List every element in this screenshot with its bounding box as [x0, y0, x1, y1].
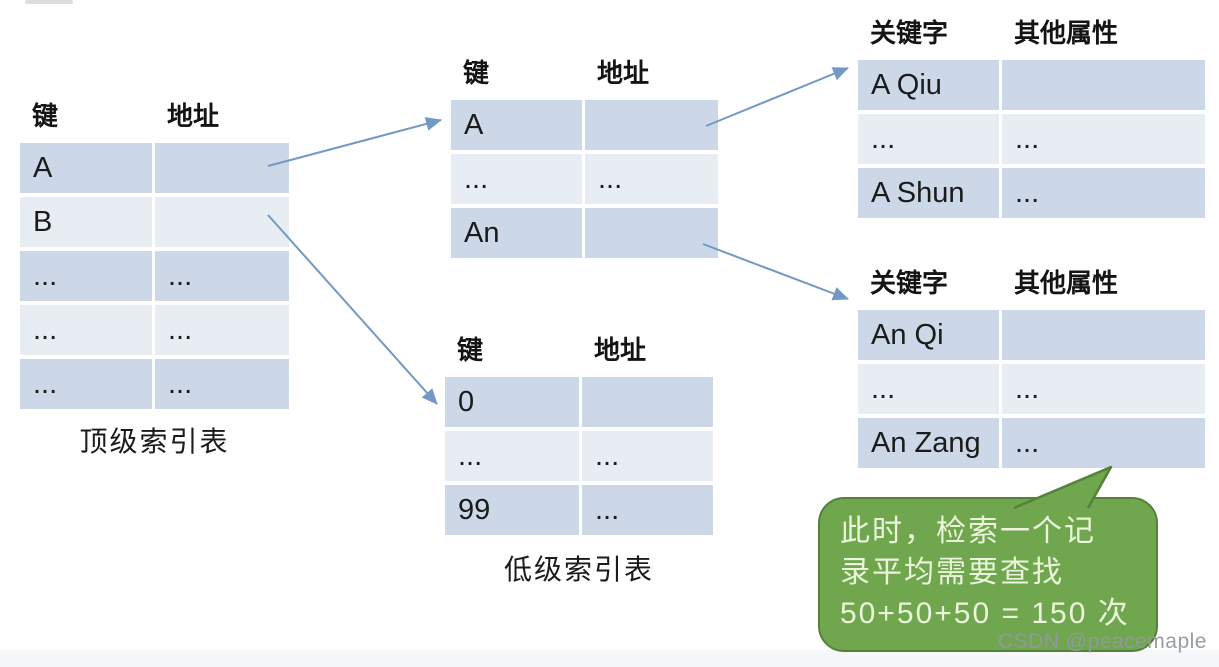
column-header-address: 地址	[594, 335, 647, 365]
table-second-level-index: 键 地址 A ... ... An	[451, 50, 718, 258]
column-header-key: 键	[463, 58, 490, 88]
column-header-key: 键	[32, 101, 59, 131]
callout-line: 录平均需要查找	[840, 556, 1064, 589]
arrow-b-to-low-level	[267, 214, 438, 405]
table-cell: 99	[445, 485, 579, 535]
callout-line: 此时，检索一个记	[840, 515, 1096, 548]
table-cell: A	[451, 100, 582, 150]
cropped-text-artifact	[25, 0, 73, 4]
table-header-row: 键 地址	[451, 50, 718, 90]
table-header-row: 键 地址	[445, 327, 713, 367]
table-cell	[155, 197, 289, 247]
table-body: A ... ... An	[451, 100, 718, 258]
table-top-level-index: 键 地址 A B ... ... ... ... ... ...	[20, 93, 289, 409]
table-cell: ...	[155, 305, 289, 355]
table-cell: A	[20, 143, 152, 193]
column-header-keyword: 关键字	[870, 268, 949, 298]
table-cell: ...	[155, 251, 289, 301]
table-cell: An	[451, 208, 582, 258]
callout-line: 50+50+50 = 150 次	[840, 597, 1130, 630]
callout-bubble: 此时，检索一个记 录平均需要查找 50+50+50 = 150 次	[818, 497, 1158, 652]
column-header-address: 地址	[597, 58, 650, 88]
arrow-a-to-second-level	[267, 117, 442, 167]
table-cell: ...	[445, 431, 579, 481]
table-cell: 0	[445, 377, 579, 427]
table-cell: ...	[1002, 418, 1205, 468]
table-cell: ...	[582, 431, 713, 481]
column-header-key: 键	[457, 335, 484, 365]
table-cell: ...	[1002, 168, 1205, 218]
table-cell	[155, 143, 289, 193]
bottom-strip	[0, 650, 1219, 667]
table-header-row: 键 地址	[20, 93, 289, 133]
table-cell: ...	[20, 359, 152, 409]
table-cell	[585, 208, 718, 258]
table-cell: An Zang	[858, 418, 999, 468]
table-cell: ...	[1002, 364, 1205, 414]
table-records-a: 关键字 其他属性 A Qiu ... ... A Shun ...	[858, 10, 1205, 218]
table-cell: B	[20, 197, 152, 247]
table-cell: ...	[451, 154, 582, 204]
table-cell	[1002, 60, 1205, 110]
table-cell: ...	[582, 485, 713, 535]
table-cell	[582, 377, 713, 427]
callout-text: 此时，检索一个记 录平均需要查找 50+50+50 = 150 次	[820, 499, 1156, 634]
table-cell: ...	[155, 359, 289, 409]
column-header-other-attributes: 其他属性	[1014, 18, 1119, 48]
table-cell: ...	[20, 251, 152, 301]
csdn-watermark: CSDN @peacemaple	[997, 630, 1207, 653]
table-records-an: 关键字 其他属性 An Qi ... ... An Zang ...	[858, 260, 1205, 468]
table-low-level-index: 键 地址 0 ... ... 99 ...	[445, 327, 713, 535]
table-body: 0 ... ... 99 ...	[445, 377, 713, 535]
table-cell: ...	[20, 305, 152, 355]
table-cell: ...	[858, 114, 999, 164]
table-cell: A Qiu	[858, 60, 999, 110]
table-body: A B ... ... ... ... ... ...	[20, 143, 289, 409]
column-header-keyword: 关键字	[870, 18, 949, 48]
caption-top-level-index: 顶级索引表	[79, 426, 230, 457]
table-cell: ...	[585, 154, 718, 204]
table-header-row: 关键字 其他属性	[858, 10, 1205, 50]
table-body: A Qiu ... ... A Shun ...	[858, 60, 1205, 218]
table-cell	[1002, 310, 1205, 360]
table-cell: An Qi	[858, 310, 999, 360]
table-cell: ...	[1002, 114, 1205, 164]
table-cell	[585, 100, 718, 150]
column-header-address: 地址	[167, 101, 220, 131]
caption-low-level-index: 低级索引表	[503, 554, 654, 585]
table-cell: A Shun	[858, 168, 999, 218]
table-body: An Qi ... ... An Zang ...	[858, 310, 1205, 468]
table-cell: ...	[858, 364, 999, 414]
table-header-row: 关键字 其他属性	[858, 260, 1205, 300]
arrow-an-to-records-an	[702, 243, 849, 301]
column-header-other-attributes: 其他属性	[1014, 268, 1119, 298]
arrow-a-to-records-a	[705, 67, 849, 127]
